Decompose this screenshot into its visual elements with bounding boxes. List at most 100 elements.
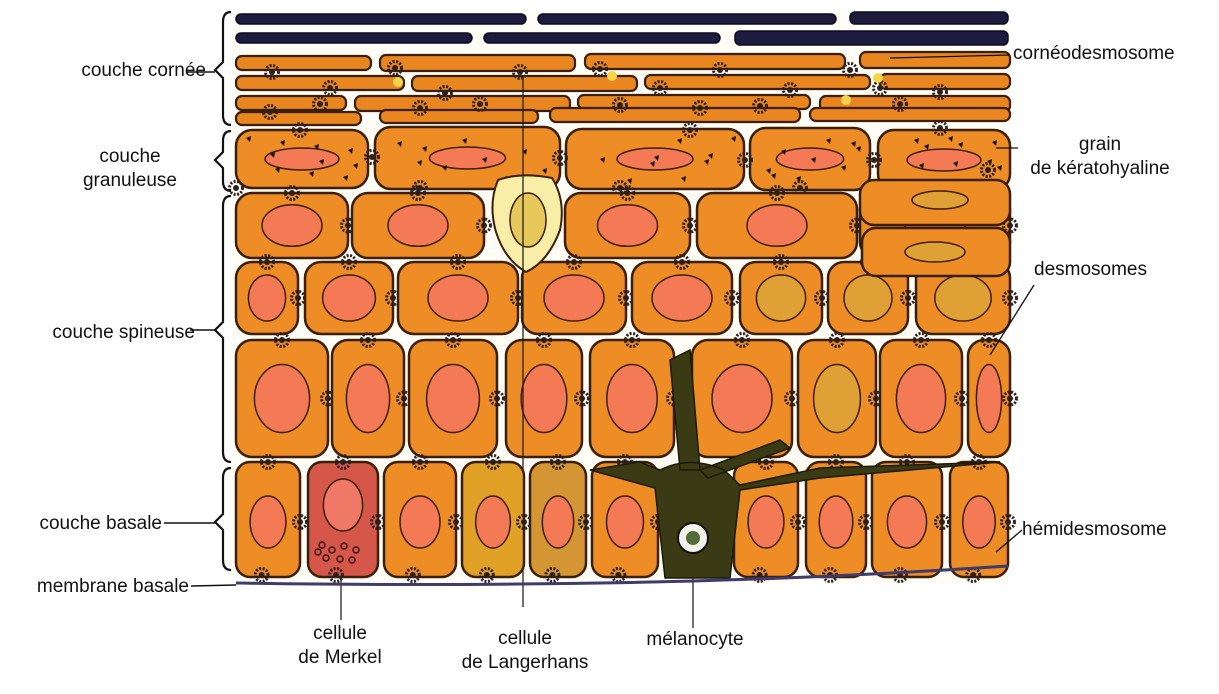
desmosome-core bbox=[541, 337, 547, 343]
desmosome-core bbox=[763, 459, 769, 465]
corneum-lipid-dot bbox=[607, 71, 617, 81]
desmosome-core bbox=[289, 190, 295, 196]
corneodesmosome-core bbox=[442, 90, 448, 96]
spinous-nucleus bbox=[427, 365, 480, 433]
spinous-nucleus bbox=[248, 275, 285, 321]
desmosome-core bbox=[834, 337, 840, 343]
basal-nucleus bbox=[476, 496, 511, 548]
granular-nucleus bbox=[617, 148, 693, 170]
desmosome-core bbox=[515, 295, 521, 301]
corneodesmosome-core bbox=[657, 85, 663, 91]
desmosome-core bbox=[490, 459, 496, 465]
leader-membrane-basale bbox=[191, 585, 236, 586]
spinous-nucleus bbox=[896, 365, 945, 433]
spinous-nucleus bbox=[747, 205, 807, 247]
label-grain-keratohyaline: grain de kératohyaline bbox=[1010, 133, 1190, 181]
desmosome-core bbox=[629, 337, 635, 343]
label-couche-spineuse: couche spineuse bbox=[52, 321, 195, 345]
corneodesmosome-core bbox=[717, 67, 723, 73]
corneodesmosome-core bbox=[317, 101, 323, 107]
desmosome-core bbox=[1007, 223, 1013, 229]
label-merkel-line1: cellule bbox=[275, 622, 405, 646]
corneodesmosome-core bbox=[757, 103, 763, 109]
desmosome-core bbox=[797, 185, 803, 191]
desmosome-core bbox=[1005, 519, 1011, 525]
hemidesmosome-core bbox=[259, 572, 265, 578]
desmosome-core bbox=[369, 154, 375, 160]
corneodesmosome-core bbox=[877, 85, 883, 91]
corneodesmosome-core bbox=[267, 109, 273, 115]
granular-nucleus bbox=[907, 149, 981, 171]
corneum-cell-band bbox=[380, 55, 575, 71]
label-langerhans-line1: cellule bbox=[445, 627, 605, 651]
desmosome-core bbox=[555, 459, 561, 465]
basal-nucleus bbox=[748, 496, 784, 548]
desmosome-core bbox=[739, 337, 745, 343]
desmosome-core bbox=[297, 127, 303, 133]
merkel-nucleus bbox=[323, 479, 362, 531]
desmosome-core bbox=[1007, 295, 1013, 301]
label-merkel-line2: de Merkel bbox=[275, 646, 405, 670]
basal-nucleus bbox=[607, 496, 644, 548]
corneum-dark-band bbox=[850, 12, 1008, 24]
granular-nucleus bbox=[430, 147, 506, 169]
desmosome-core bbox=[264, 259, 270, 265]
desmosome-core bbox=[450, 337, 456, 343]
brace-couche-basale bbox=[215, 468, 231, 570]
desmosome-core bbox=[417, 459, 423, 465]
desmosome-core bbox=[774, 190, 780, 196]
hemidesmosome-core bbox=[549, 572, 555, 578]
corneodesmosome-core bbox=[937, 89, 943, 95]
spinous-nucleus bbox=[521, 365, 567, 433]
corneum-dark-band bbox=[484, 33, 720, 43]
corneum-cell-band bbox=[355, 96, 570, 111]
basal-nucleus bbox=[542, 496, 573, 548]
corneodesmosome-core bbox=[697, 105, 703, 111]
desmosome-core bbox=[340, 459, 346, 465]
label-couche-granuleuse: couche granuleuse bbox=[60, 145, 200, 193]
desmosome-core bbox=[873, 396, 879, 402]
spinous-nucleus bbox=[323, 275, 376, 321]
desmosome-core bbox=[871, 157, 877, 163]
desmosome-core bbox=[557, 155, 563, 161]
desmosome-core bbox=[729, 295, 735, 301]
corneum-cell-band bbox=[810, 108, 1010, 121]
desmosome-core bbox=[265, 459, 271, 465]
langerhans-nucleus bbox=[510, 193, 546, 247]
corneodesmosome-core bbox=[597, 66, 603, 72]
spinous-nucleus bbox=[544, 275, 604, 321]
label-couche-granuleuse-line1: couche bbox=[60, 145, 200, 169]
corneodesmosome-core bbox=[787, 87, 793, 93]
corneodesmosome-core bbox=[617, 102, 623, 108]
label-cellule-langerhans: cellule de Langerhans bbox=[445, 627, 605, 675]
hemidesmosome-core bbox=[410, 572, 416, 578]
label-hemidesmosome: hémidesmosome bbox=[1022, 518, 1167, 542]
corneum-lipid-dot bbox=[393, 77, 403, 87]
label-grain-line1: grain bbox=[1010, 133, 1190, 157]
label-desmosomes: desmosomes bbox=[1034, 258, 1147, 282]
corneum-dark-band bbox=[735, 31, 1008, 45]
desmosome-core bbox=[325, 396, 331, 402]
label-cellule-merkel: cellule de Merkel bbox=[275, 622, 405, 670]
desmosome-core bbox=[481, 223, 487, 229]
corneodesmosome-core bbox=[327, 85, 333, 91]
corneum-lipid-dot bbox=[873, 73, 883, 83]
spinous-nucleus bbox=[814, 365, 861, 433]
desmosome-core bbox=[687, 223, 693, 229]
granular-nucleus bbox=[776, 148, 843, 170]
desmosome-core bbox=[687, 127, 693, 133]
corneum-dark-band bbox=[538, 14, 836, 24]
desmosome-core bbox=[453, 519, 459, 525]
desmosome-core bbox=[401, 396, 407, 402]
spinous-nucleus bbox=[346, 365, 389, 433]
label-grain-line2: de kératohyaline bbox=[1010, 157, 1190, 181]
corneum-cell-band bbox=[550, 108, 800, 122]
desmosome-core bbox=[295, 295, 301, 301]
desmosome-core bbox=[742, 157, 748, 163]
desmosome-core bbox=[390, 295, 396, 301]
spinous-nucleus bbox=[652, 275, 712, 321]
brace-couche-spineuse bbox=[215, 196, 231, 462]
melanocyte-nucleus-core bbox=[686, 531, 700, 545]
hemidesmosome-core bbox=[484, 572, 490, 578]
granular-nucleus bbox=[265, 148, 339, 170]
